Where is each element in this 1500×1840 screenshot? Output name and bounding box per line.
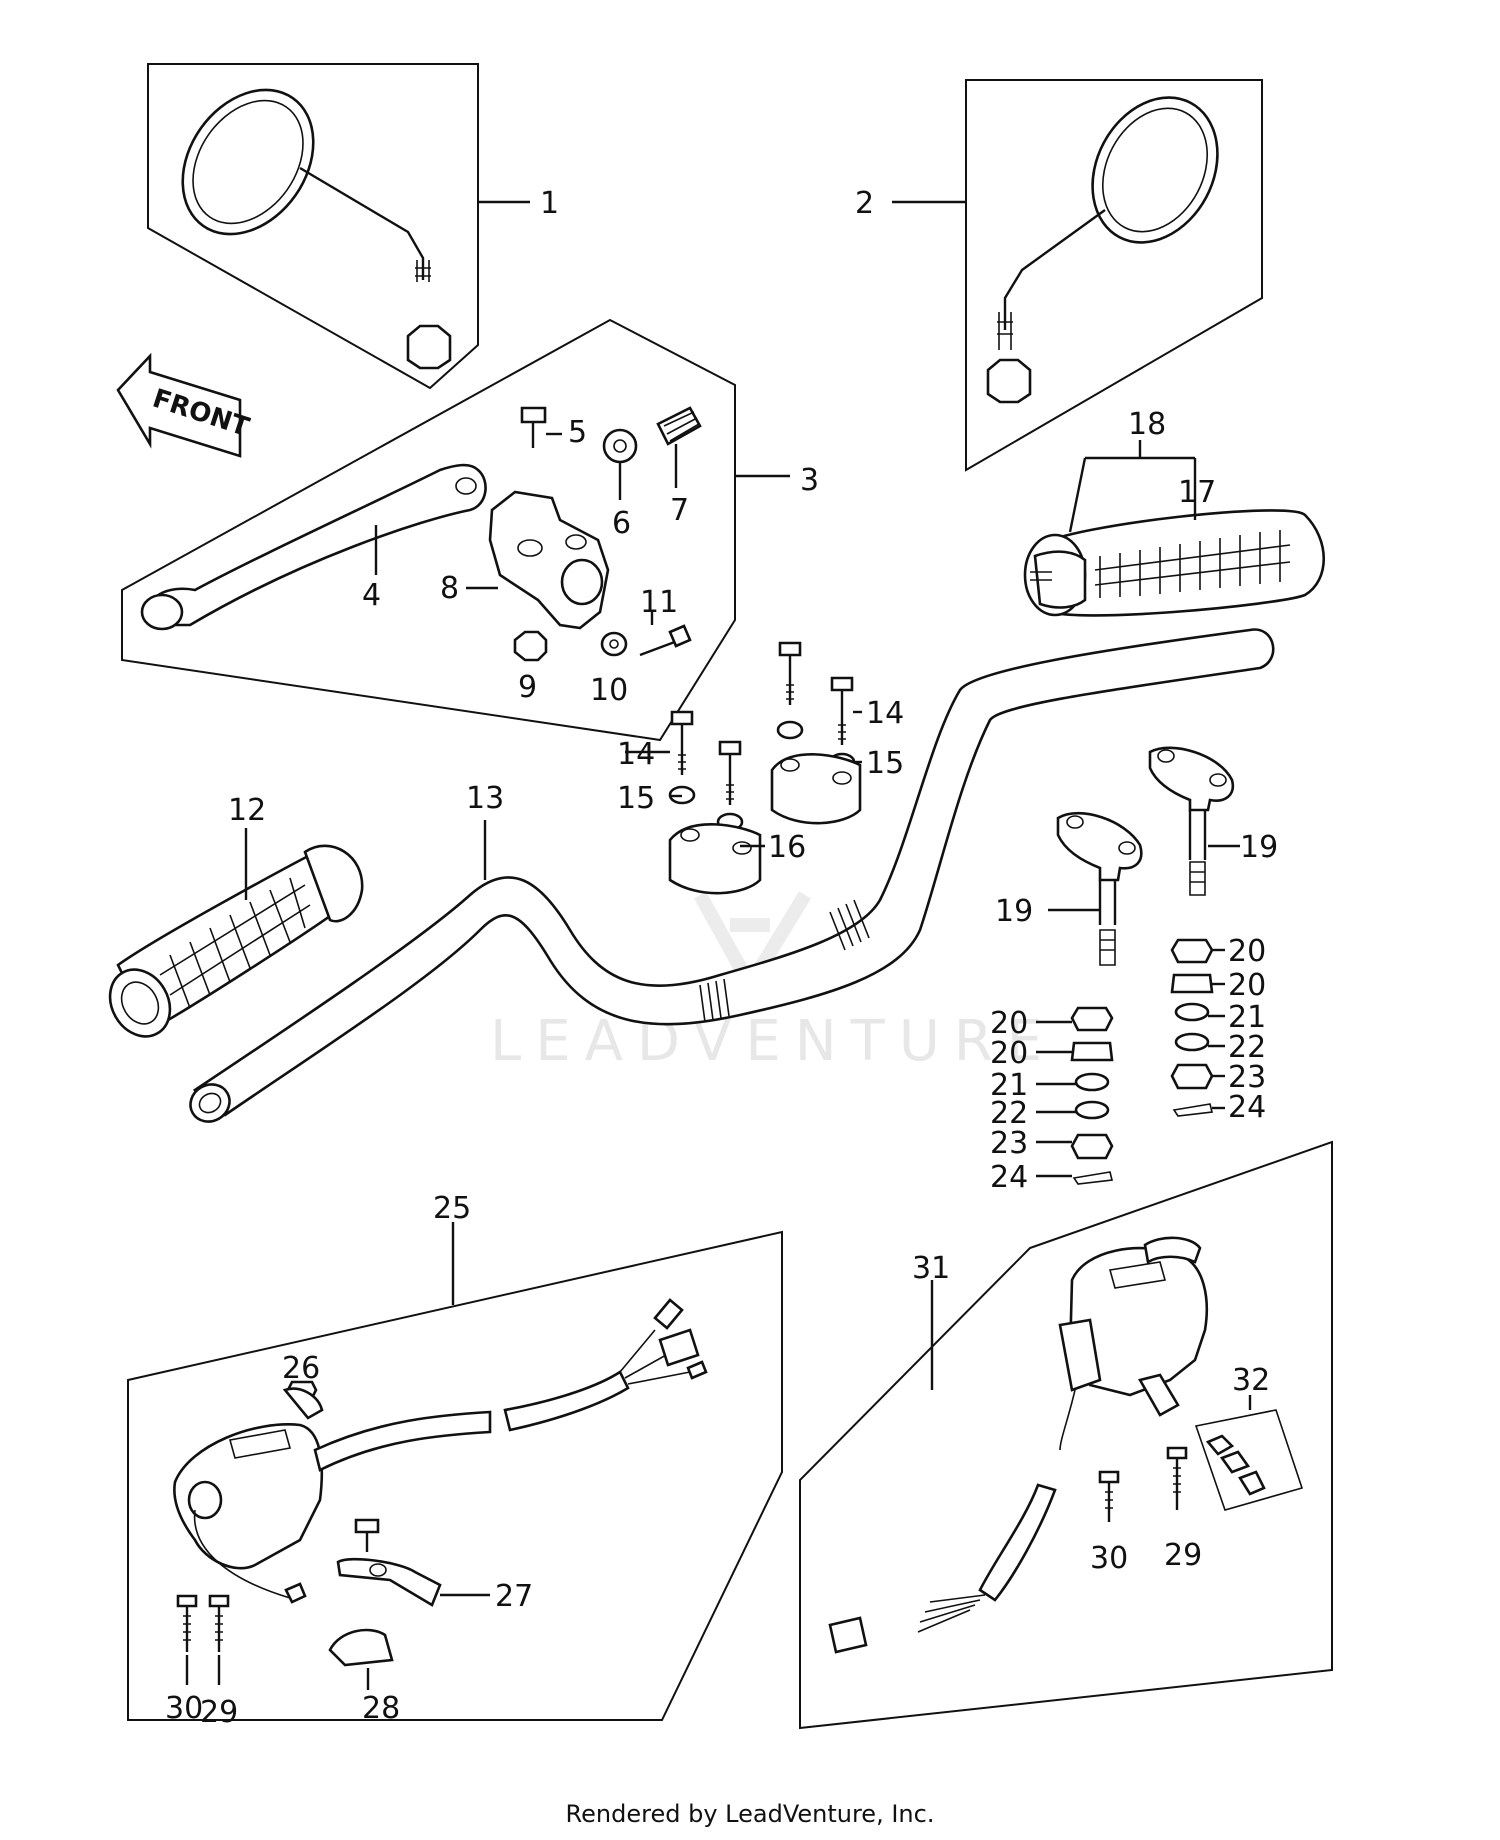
callout-14a: 14 [617,737,655,772]
callout-1: 1 [540,186,559,221]
callout-24a: 24 [1228,1090,1266,1125]
callout-labels: 1 2 3 4 5 6 7 8 9 10 11 12 13 14 14 15 1… [165,186,1278,1730]
callout-20c: 20 [990,1006,1028,1041]
right-mirror-group [892,79,1263,472]
callout-4: 4 [362,578,381,613]
watermark: LEADVENTURE [490,1009,1056,1074]
callout-32: 32 [1232,1363,1270,1398]
callout-21b: 21 [990,1068,1028,1103]
footer-credit: Rendered by LeadVenture, Inc. [565,1800,935,1828]
handlebar [189,628,1275,1123]
callout-19a: 19 [1240,830,1278,865]
callout-14b: 14 [866,696,904,731]
handlebar-risers [1036,746,1240,1185]
callout-11: 11 [640,585,678,620]
callout-20d: 20 [990,1036,1028,1071]
callout-29a: 29 [200,1695,238,1730]
left-mirror-group [147,63,530,390]
callout-30a: 30 [165,1691,203,1726]
left-switch-group [127,1222,783,1721]
callout-15b: 15 [866,746,904,781]
callout-30b: 30 [1090,1541,1128,1576]
callout-16: 16 [768,830,806,865]
callout-20b: 20 [1228,968,1266,1003]
callout-26: 26 [282,1351,320,1386]
callout-21a: 21 [1228,1000,1266,1035]
callout-6: 6 [612,506,631,541]
callout-23a: 23 [1228,1060,1266,1095]
callout-19b: 19 [995,894,1033,929]
callout-13: 13 [466,781,504,816]
callout-12: 12 [228,793,266,828]
callout-31: 31 [912,1251,950,1286]
callout-2: 2 [855,186,874,221]
callout-9: 9 [518,670,537,705]
callout-3: 3 [800,463,819,498]
callout-17: 17 [1178,475,1216,510]
front-arrow: FRONT [116,352,253,458]
callout-20a: 20 [1228,934,1266,969]
callout-22a: 22 [1228,1030,1266,1065]
callout-18: 18 [1128,407,1166,442]
right-switch-group [799,1140,1333,1730]
callout-28: 28 [362,1691,400,1726]
callout-22b: 22 [990,1096,1028,1131]
callout-23b: 23 [990,1126,1028,1161]
left-grip [108,828,364,1038]
callout-5: 5 [568,415,587,450]
callout-25: 25 [433,1191,471,1226]
clutch-lever-group [121,318,790,742]
throttle-grip [1023,440,1325,617]
callout-8: 8 [440,571,459,606]
handlebar-holders [625,641,862,895]
callout-29b: 29 [1164,1538,1202,1573]
callout-10: 10 [590,673,628,708]
callout-7: 7 [670,493,689,528]
callout-15a: 15 [617,781,655,816]
callout-24b: 24 [990,1160,1028,1195]
callout-27: 27 [495,1579,533,1614]
